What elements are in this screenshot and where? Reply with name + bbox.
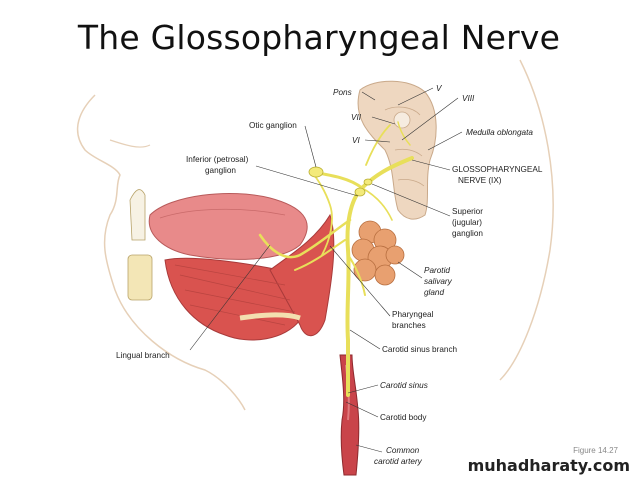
label-medulla: Medulla oblongata [466,128,533,137]
tongue-muscles [127,189,335,341]
label-inferior-ganglion-1: Inferior (petrosal) [186,155,249,164]
label-superior-1: Superior [452,207,483,216]
leader-lines [189,87,463,453]
label-carotid-sinus-branch: Carotid sinus branch [382,345,458,354]
label-otic-ganglion: Otic ganglion [249,121,297,130]
label-pons: Pons [333,88,352,97]
face-outline [76,94,246,411]
label-parotid-1: Parotid [424,266,450,275]
label-superior-3: ganglion [452,229,483,238]
label-vi: VI [352,136,360,145]
label-carotid-body: Carotid body [380,413,427,422]
label-glossopharyngeal-2: NERVE (IX) [458,176,502,185]
label-common-1: Common [386,446,420,455]
page-title: The Glossopharyngeal Nerve [77,18,561,57]
head-back-outline [499,59,554,381]
figure-reference: Figure 14.27 [573,446,618,455]
label-v: V [436,84,443,93]
label-carotid-sinus: Carotid sinus [380,381,428,390]
watermark: muhadharaty.com [467,456,630,475]
label-superior-2: (jugular) [452,218,482,227]
label-glossopharyngeal-1: GLOSSOPHARYNGEAL [452,165,543,174]
label-pharyngeal-2: branches [392,321,426,330]
nose-outline [109,139,151,148]
label-lingual-branch: Lingual branch [116,351,170,360]
label-viii: VIII [462,94,475,103]
label-inferior-ganglion-2: ganglion [205,166,236,175]
glossopharyngeal-nerve [258,121,414,397]
label-vii: VII [351,113,362,122]
label-common-2: carotid artery [374,457,423,466]
parotid-gland [351,220,405,286]
label-pharyngeal-1: Pharyngeal [392,310,434,319]
label-parotid-3: gland [424,288,444,297]
label-parotid-2: salivary [424,277,453,286]
brainstem [357,80,437,220]
